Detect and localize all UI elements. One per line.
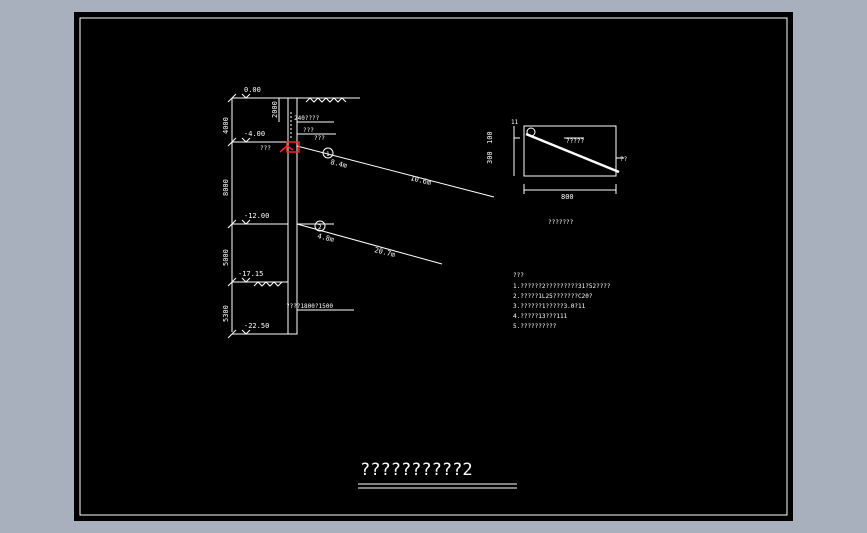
detail-dim: 300 xyxy=(486,151,494,164)
anchor-length: 20.7m xyxy=(374,246,396,259)
detail-dim: 800 xyxy=(561,193,574,201)
elevation-label: -4.00 xyxy=(244,130,265,138)
pile-label: ??? xyxy=(314,135,325,142)
note-line: 4.?????13???111 xyxy=(513,313,568,320)
dimension-label: 5000 xyxy=(222,249,230,266)
anchor-detail xyxy=(513,125,624,194)
inner-border xyxy=(79,17,788,516)
note-line: 3.??????1?????3.0?11 xyxy=(513,303,586,310)
anchor-2 xyxy=(296,220,443,265)
elevation-label: -22.50 xyxy=(244,322,269,330)
detail-label: ????? xyxy=(566,138,584,145)
pile-dim: ??? xyxy=(260,145,271,152)
note-line: 1.??????2?????????31?52???? xyxy=(513,283,611,290)
note-line: 2.?????1L25???????C20? xyxy=(513,293,593,300)
pile-label: 240???? xyxy=(294,115,320,122)
dimension-label: 8000 xyxy=(222,179,230,196)
detail-caption: ??????? xyxy=(548,219,574,226)
pile-label: ????1800?1500 xyxy=(286,303,333,310)
anchor-1 xyxy=(279,141,495,198)
pile-wall xyxy=(253,97,360,335)
detail-label: 11 xyxy=(511,119,519,126)
anchor-angle: 8.4m xyxy=(330,158,348,170)
elevation-label: -12.00 xyxy=(244,212,269,220)
anchor-angle: 4.8m xyxy=(317,232,335,244)
anchor-length: 10.6m xyxy=(410,174,432,187)
elevation-label: 0.00 xyxy=(244,86,261,94)
notes: ??? 1.??????2?????????31?52???? 2.?????1… xyxy=(513,272,611,330)
note-line: 5.?????????? xyxy=(513,323,557,330)
notes-title: ??? xyxy=(513,272,524,279)
cad-drawing: 0.00 -4.00 -12.00 -17.15 -22.50 4000 800… xyxy=(79,17,788,516)
drawing-title: ??????????2 xyxy=(360,460,473,480)
pile-dim: 2000 xyxy=(271,101,279,118)
anchor-mark: 2 xyxy=(318,224,322,231)
detail-label: ?? xyxy=(620,156,628,163)
dimension-label: 4000 xyxy=(222,117,230,134)
pile-label: ??? xyxy=(303,127,314,134)
elevation-label: -17.15 xyxy=(238,270,263,278)
dimension-label: 5300 xyxy=(222,305,230,322)
anchor-mark: 1 xyxy=(326,151,330,158)
drawing-sheet: 0.00 -4.00 -12.00 -17.15 -22.50 4000 800… xyxy=(74,12,793,521)
elevation-column xyxy=(227,93,288,339)
detail-dim: 100 xyxy=(486,131,494,144)
